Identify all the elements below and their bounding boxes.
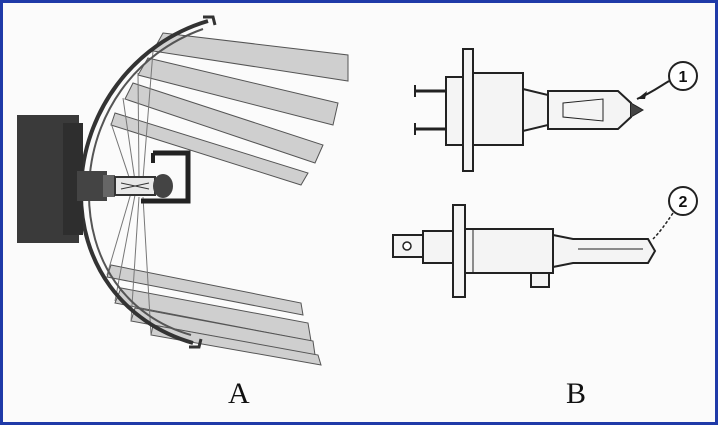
callout-2-number: 2 [679,194,688,211]
reflected-rays [106,50,154,336]
bulb-shield [141,150,191,204]
panel-b-bulb-1 [414,48,644,172]
callout-1-circle [668,61,698,91]
panel-b-label: B [566,377,587,410]
callout-2: 2 [652,186,698,240]
panel-a-label: A [228,377,250,410]
panel-b-bulb-2 [392,204,657,298]
headlight-diagram: 1 2 [17,15,698,366]
upper-light-beams [110,32,349,186]
panel-a-reflector-illustration [17,15,349,366]
callout-1: 1 [636,61,698,100]
callout-2-circle [668,186,698,216]
callout-2-leader [652,212,674,240]
bulb-base [77,171,107,201]
lower-light-beams [106,264,322,366]
callout-1-number: 1 [679,69,688,86]
